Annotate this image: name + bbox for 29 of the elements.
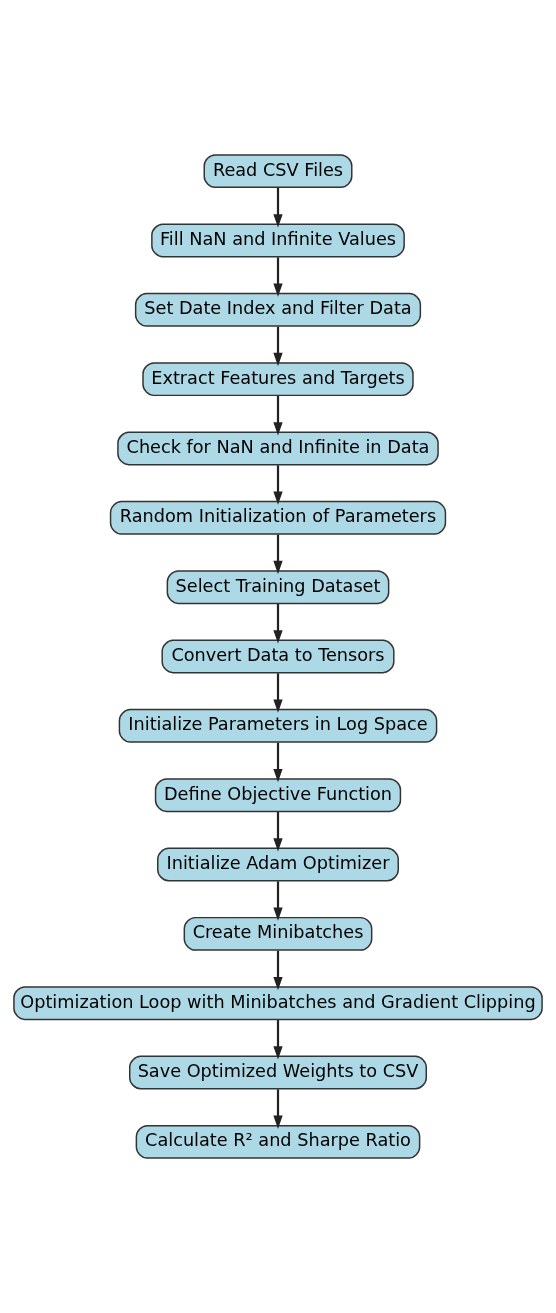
arrow [273, 604, 283, 644]
arrow [273, 950, 283, 991]
node-box: Set Date Index and Filter Data [134, 292, 422, 327]
arrow [273, 673, 283, 713]
arrow [273, 1020, 283, 1060]
node-box: Create Minibatches [183, 916, 373, 951]
arrow [273, 188, 283, 228]
node-box: Read CSV Files [203, 154, 353, 189]
arrow [273, 465, 283, 505]
node-box: Check for NaN and Infinite in Data [117, 431, 439, 466]
arrow [273, 742, 283, 783]
node-box: Initialize Adam Optimizer [157, 847, 399, 882]
arrow [273, 881, 283, 921]
node-box: Random Initialization of Parameters [109, 500, 447, 535]
node-box: Initialize Parameters in Log Space [118, 708, 438, 743]
node-box: Define Objective Function [154, 778, 402, 813]
node-box: Optimization Loop with Minibatches and Gradient Clipping [13, 986, 543, 1021]
arrow [273, 257, 283, 297]
arrow [273, 1089, 283, 1129]
arrow [273, 534, 283, 575]
arrow [273, 812, 283, 852]
node-box: Save Optimized Weights to CSV [129, 1055, 427, 1090]
node-box: Fill NaN and Infinite Values [151, 223, 405, 258]
node-box: Calculate R² and Sharpe Ratio [135, 1124, 421, 1159]
node-box: Select Training Dataset [166, 570, 390, 605]
node-box: Extract Features and Targets [142, 362, 414, 397]
arrow [273, 396, 283, 436]
arrow [273, 326, 283, 367]
node-box: Convert Data to Tensors [161, 639, 395, 674]
